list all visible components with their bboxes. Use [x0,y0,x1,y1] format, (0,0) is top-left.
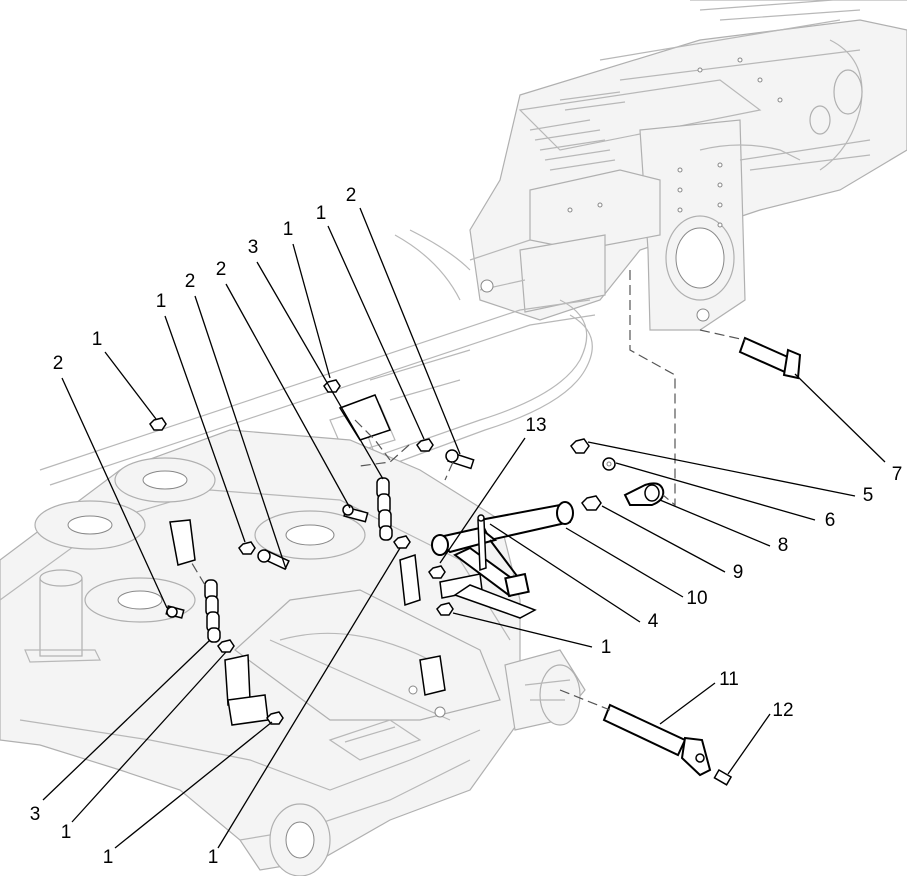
bolt-item-12 [713,769,733,786]
tractor-frame [394,0,907,331]
nut-f [266,711,284,725]
mower-deck [0,429,586,876]
callout-2: 2 [346,185,357,206]
chain-left [204,579,221,643]
leader-lines [42,207,886,849]
nut-item-9 [581,495,602,511]
callout-1: 1 [61,822,72,843]
callout-11: 11 [719,669,739,690]
callout-1: 1 [283,219,294,240]
callout-2: 2 [216,259,227,280]
nut-c [416,438,434,452]
callout-8: 8 [778,535,789,556]
bolt-c [342,504,369,523]
callout-3: 3 [248,237,259,258]
bolt-b [257,548,290,571]
nut-a [149,417,167,431]
lift-arm-assembly [431,501,574,619]
rod-end-hardware [570,438,665,511]
deck-hanger-brackets [169,394,446,726]
nut-i [428,565,446,579]
callout-9: 9 [733,562,744,583]
callout-1: 1 [92,329,103,350]
callout-1: 1 [316,203,327,224]
callout-labels: 1 2 1 2 2 3 1 1 2 13 7 5 6 8 9 10 4 1 11… [30,185,903,868]
callout-2: 2 [185,271,196,292]
nut-d [238,541,256,555]
assembly-guides [189,270,746,711]
callout-1: 1 [208,847,219,868]
rear-pin-item-11 [602,703,712,777]
bolts [165,449,475,619]
callout-4: 4 [648,611,659,632]
callout-10: 10 [686,588,707,609]
nut-h [436,602,454,616]
callout-7: 7 [892,464,903,485]
pivot-bolt-item-7 [738,336,802,380]
callout-6: 6 [825,510,836,531]
nuts [149,379,454,725]
callout-1: 1 [103,847,114,868]
callout-13: 13 [525,415,546,436]
bolt-a [165,605,185,619]
nut-e [217,639,235,653]
nut-item-5 [570,438,590,454]
callout-12: 12 [772,700,793,721]
nut-g [393,535,411,549]
bolt-d [445,449,475,470]
chain-right [376,477,393,541]
callout-5: 5 [863,485,874,506]
callout-1: 1 [601,637,612,658]
callout-3: 3 [30,804,41,825]
callout-2: 2 [53,353,64,374]
callout-1: 1 [156,291,167,312]
